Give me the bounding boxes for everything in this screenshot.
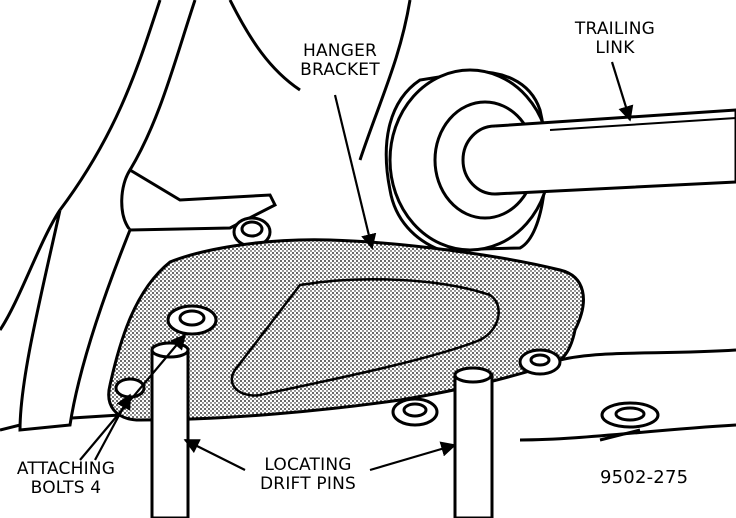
leader-lines	[79, 61, 634, 472]
leader-trailing-link	[610, 61, 634, 122]
attaching-bolts-label-line1: ATTACHING	[16, 459, 116, 479]
attaching-bolts-label: ATTACHING BOLTS 4	[6, 460, 126, 498]
hanger-bracket-label-line1: HANGER	[302, 41, 378, 61]
leader-bolt-2	[94, 393, 131, 461]
locating-drift-pins-label-line1: LOCATING	[264, 455, 352, 475]
trailing-link-label-line1: TRAILING	[574, 19, 656, 39]
bracket-recess	[230, 278, 500, 397]
control-arm	[18, 167, 278, 432]
frame-washer	[600, 401, 660, 429]
trailing-link-label: TRAILING LINK	[560, 20, 670, 58]
attaching-bolts-label-line2: BOLTS 4	[30, 478, 102, 498]
locating-drift-pins-label: LOCATING DRIFT PINS	[248, 456, 368, 494]
hanger-bracket-label-line2: BRACKET	[300, 60, 380, 80]
figure-number: 9502-275	[600, 467, 689, 488]
trailing-link-label-line2: LINK	[595, 38, 635, 58]
leader-bolt-1	[79, 333, 186, 461]
leader-hanger-bracket	[333, 94, 377, 250]
leader-pin-2	[369, 441, 457, 472]
leader-pin-1	[183, 439, 246, 471]
locating-drift-pins-label-line2: DRIFT PINS	[260, 474, 356, 494]
trailing-link-bushing	[384, 68, 736, 252]
hanger-bracket-label: HANGER BRACKET	[280, 42, 400, 80]
